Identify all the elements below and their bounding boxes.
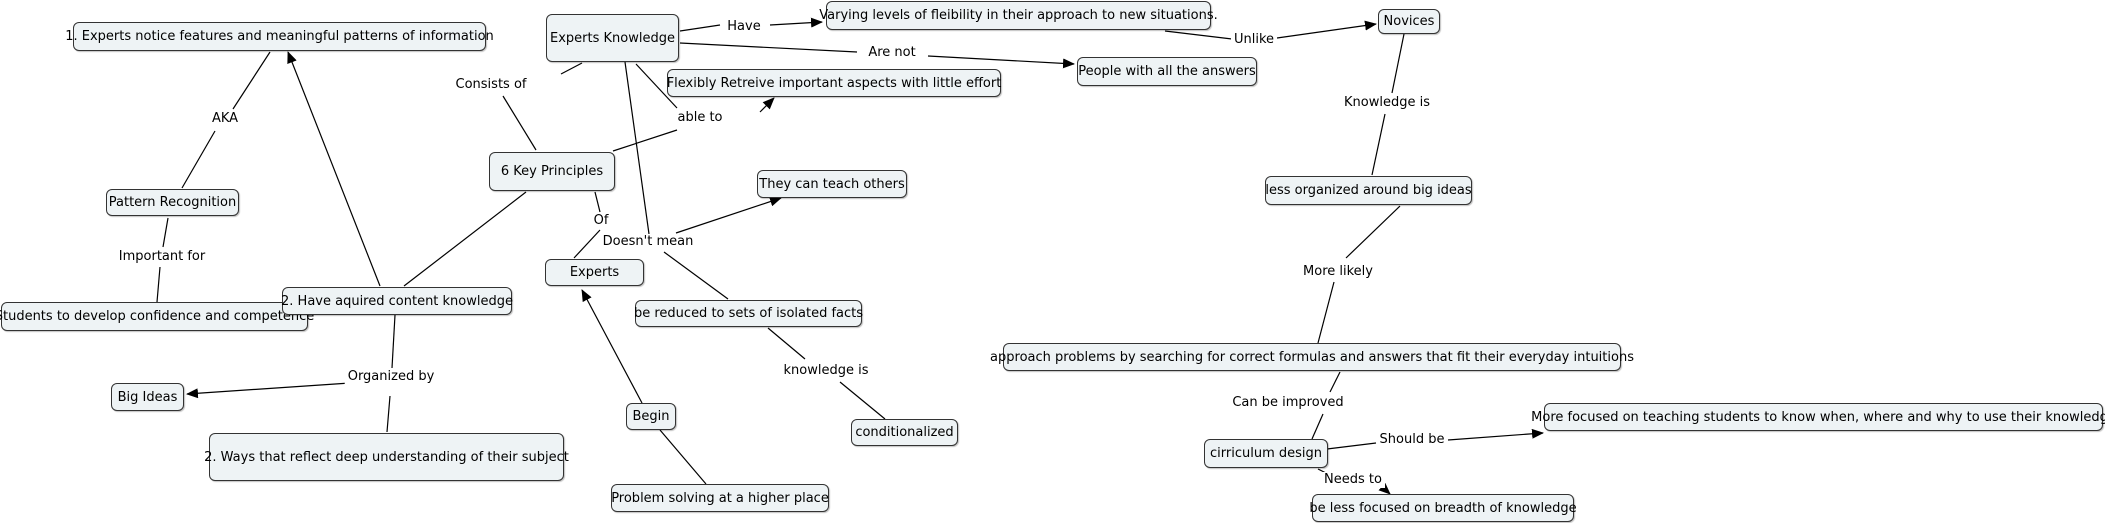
node-conditionalized[interactable]: conditionalized: [851, 419, 958, 446]
link-knowledge-is-novices: Knowledge is: [1341, 95, 1433, 111]
node-varying-levels[interactable]: Varying levels of fleibility in their ap…: [819, 1, 1218, 30]
node-students-confidence[interactable]: Students to develop confidence and compe…: [0, 302, 314, 331]
link-have: Have: [724, 19, 764, 35]
link-more-likely: More likely: [1300, 264, 1376, 280]
link-able-to: able to: [674, 110, 726, 126]
node-isolated-facts[interactable]: be reduced to sets of isolated facts: [634, 300, 863, 327]
node-novices[interactable]: Novices: [1378, 9, 1440, 34]
link-can-be-improved: Can be improved: [1229, 395, 1347, 411]
node-content-knowledge[interactable]: 2. Have aquired content knowledge: [281, 287, 513, 315]
node-teach-others[interactable]: They can teach others: [757, 170, 907, 198]
link-should-be: Should be: [1376, 432, 1448, 448]
node-ways-reflect-understanding[interactable]: 2. Ways that reflect deep understanding …: [204, 433, 569, 481]
node-more-focused[interactable]: More focused on teaching students to kno…: [1531, 403, 2105, 431]
node-experts-notice-patterns[interactable]: 1. Experts notice features and meaningfu…: [65, 22, 494, 51]
node-less-focused-breadth[interactable]: be less focused on breadth of knowledge: [1309, 494, 1577, 522]
node-experts-knowledge[interactable]: Experts Knowledge: [546, 14, 679, 62]
link-organized-by: Organized by: [344, 369, 438, 385]
node-pattern-recognition[interactable]: Pattern Recognition: [106, 189, 239, 216]
node-flexibly-retrieve[interactable]: Flexibly Retreive important aspects with…: [667, 69, 1001, 97]
node-big-ideas[interactable]: Big Ideas: [111, 383, 184, 411]
link-knowledge-is-facts: knowledge is: [780, 363, 872, 379]
link-of: Of: [590, 213, 612, 229]
node-less-organized[interactable]: less organized around big ideas: [1265, 176, 1472, 205]
link-needs-to: Needs to: [1321, 472, 1385, 488]
link-aka: AKA: [208, 111, 242, 127]
link-unlike: Unlike: [1230, 32, 1278, 48]
link-doesnt-mean: Doesn't mean: [599, 234, 697, 250]
link-important-for: Important for: [115, 249, 209, 265]
node-problem-solving[interactable]: Problem solving at a higher place: [611, 484, 829, 512]
link-are-not: Are not: [865, 45, 919, 61]
node-curriculum-design[interactable]: cirriculum design: [1204, 439, 1328, 468]
node-approach-problems[interactable]: approach problems by searching for corre…: [990, 343, 1634, 371]
link-consists-of: Consists of: [452, 77, 530, 93]
node-six-key-principles[interactable]: 6 Key Principles: [489, 152, 615, 191]
node-begin[interactable]: Begin: [626, 403, 676, 430]
node-experts[interactable]: Experts: [545, 259, 644, 286]
node-people-with-all-the-answers[interactable]: People with all the answers: [1077, 57, 1257, 86]
